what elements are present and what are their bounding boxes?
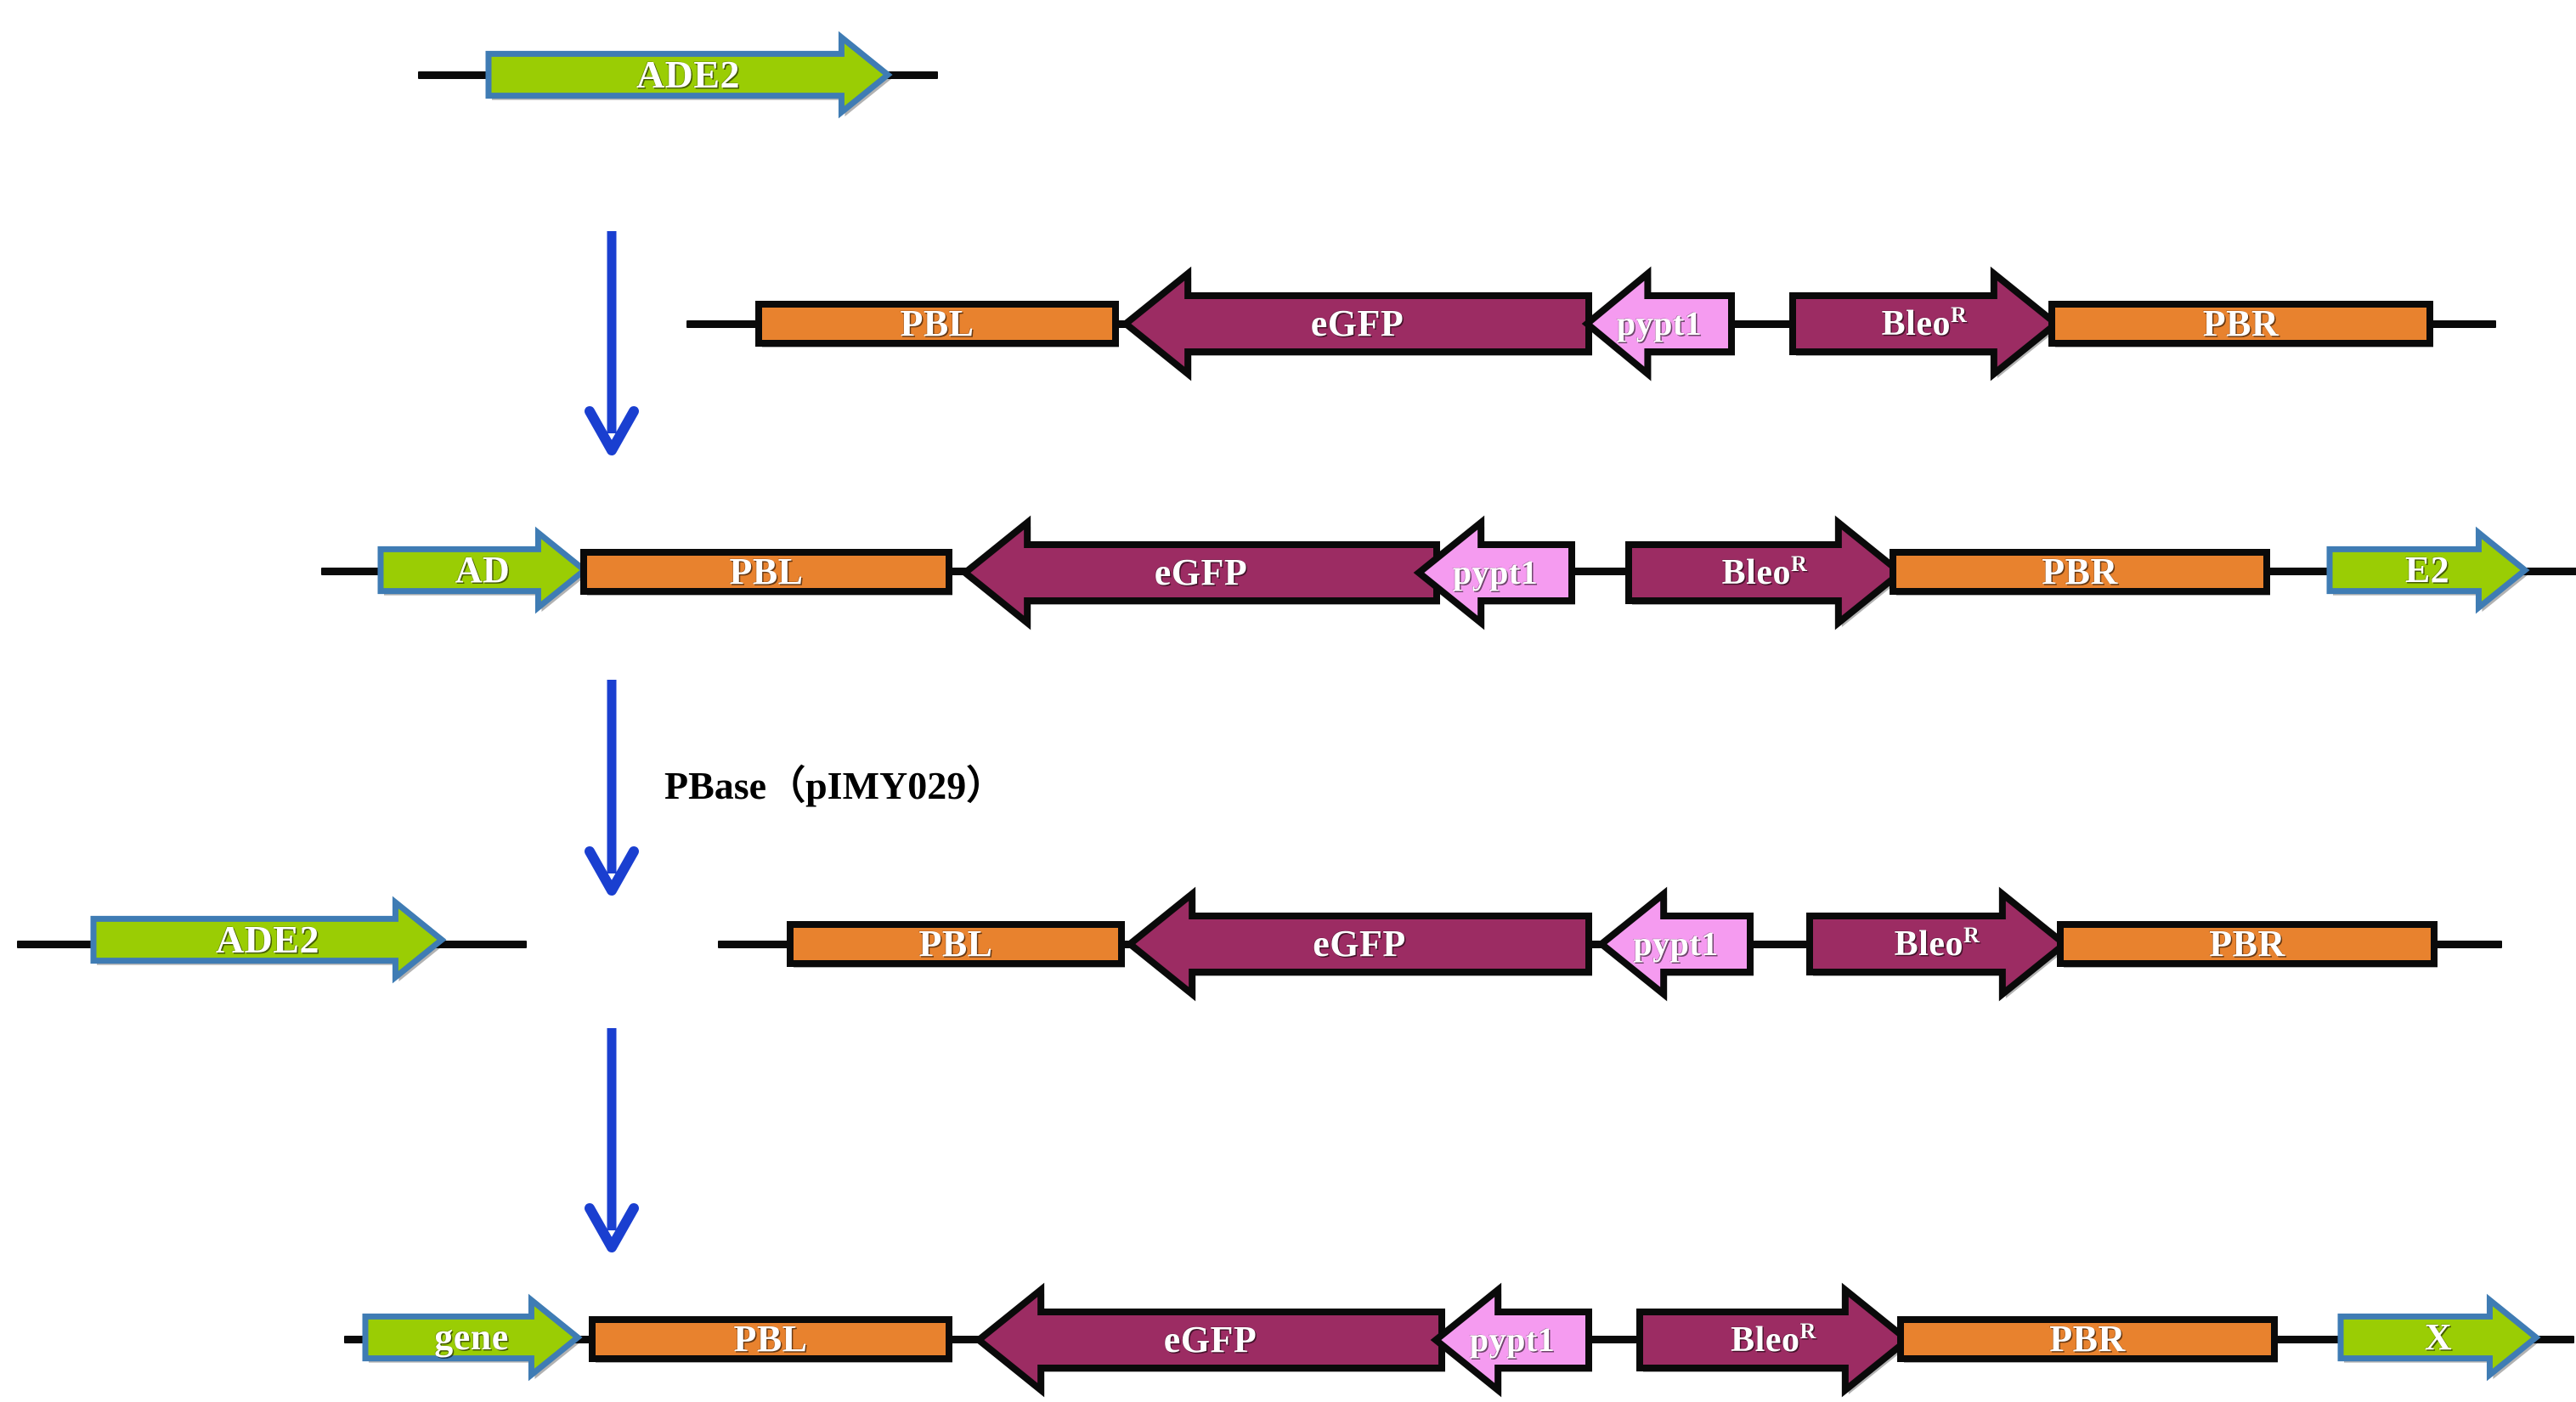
feature-label-pypt1: pypt1 xyxy=(1452,553,1539,591)
feature-pypt1-row-5-retargeted[interactable]: pypt1 xyxy=(1430,1282,1592,1398)
feature-label-superscript: R xyxy=(1963,923,1980,947)
feature-pypt1-row-3-integrated-locus[interactable]: pypt1 xyxy=(1413,515,1575,630)
feature-label-pbl: PBL xyxy=(918,923,993,964)
feature-label-bleor: BleoR xyxy=(1881,302,1968,343)
feature-pbl-row-4-excised[interactable]: PBL xyxy=(787,909,1125,979)
feature-pbr-row-3-integrated-locus[interactable]: PBR xyxy=(1890,537,2270,607)
feature-bleor-row-2-donor-cassette[interactable]: BleoR xyxy=(1789,266,2062,382)
process-arrow-row4-to-row5 xyxy=(585,1028,639,1253)
feature-label-pbr: PBR xyxy=(2209,923,2285,964)
feature-bleor-row-3-integrated-locus[interactable]: BleoR xyxy=(1625,515,1907,630)
feature-label-pbr: PBR xyxy=(2042,551,2118,592)
feature-bleor-row-4-excised[interactable]: BleoR xyxy=(1806,886,2070,1002)
feature-label-egfp: eGFP xyxy=(1163,1319,1257,1360)
feature-label-superscript: R xyxy=(1951,302,1968,327)
feature-label-bleor: BleoR xyxy=(1731,1319,1816,1360)
feature-gene-row-5-retargeted[interactable]: gene xyxy=(362,1293,583,1382)
feature-label-egfp: eGFP xyxy=(1313,923,1406,964)
feature-label-pbr: PBR xyxy=(2202,302,2279,344)
feature-egfp-row-4-excised[interactable]: eGFP xyxy=(1124,886,1592,1002)
feature-label-egfp: eGFP xyxy=(1310,302,1404,344)
feature-ade2-row-4-excised[interactable]: ADE2 xyxy=(90,896,447,984)
feature-pbr-row-2-donor-cassette[interactable]: PBR xyxy=(2048,289,2433,359)
pbase-caption: PBase（pIMY029） xyxy=(664,764,1006,807)
feature-pbl-row-2-donor-cassette[interactable]: PBL xyxy=(755,289,1119,359)
feature-label-pypt1: pypt1 xyxy=(1633,924,1719,963)
feature-label-e2: E2 xyxy=(2404,549,2450,591)
feature-label-pbr: PBR xyxy=(2049,1318,2126,1360)
feature-x-row-5-retargeted[interactable]: X xyxy=(2337,1293,2541,1382)
feature-label-pypt1: pypt1 xyxy=(1469,1320,1556,1359)
feature-bleor-row-5-retargeted[interactable]: BleoR xyxy=(1636,1282,1913,1398)
process-arrow-row3-to-row4 xyxy=(585,680,639,896)
feature-egfp-row-3-integrated-locus[interactable]: eGFP xyxy=(959,515,1440,630)
feature-label-pbl: PBL xyxy=(733,1318,808,1360)
feature-egfp-row-5-retargeted[interactable]: eGFP xyxy=(973,1282,1445,1398)
feature-label-pypt1: pypt1 xyxy=(1616,304,1703,342)
feature-e2-row-3-integrated-locus[interactable]: E2 xyxy=(2326,526,2530,614)
feature-ade2-row-1-ade2-locus[interactable]: ADE2 xyxy=(485,31,893,119)
feature-pbl-row-5-retargeted[interactable]: PBL xyxy=(589,1304,952,1374)
feature-pypt1-row-4-excised[interactable]: pypt1 xyxy=(1596,886,1754,1002)
feature-label-ade2: ADE2 xyxy=(215,918,320,961)
feature-label-egfp: eGFP xyxy=(1154,551,1248,593)
feature-label-bleor: BleoR xyxy=(1894,923,1980,964)
feature-pbr-row-5-retargeted[interactable]: PBR xyxy=(1897,1304,2278,1374)
feature-pbr-row-4-excised[interactable]: PBR xyxy=(2057,909,2438,979)
feature-label-gene: gene xyxy=(434,1316,509,1358)
feature-label-ad: AD xyxy=(455,549,511,591)
feature-label-superscript: R xyxy=(1799,1319,1816,1343)
feature-pypt1-row-2-donor-cassette[interactable]: pypt1 xyxy=(1581,266,1735,382)
feature-label-pbl: PBL xyxy=(729,551,804,592)
feature-egfp-row-2-donor-cassette[interactable]: eGFP xyxy=(1120,266,1592,382)
feature-label-pbl: PBL xyxy=(900,302,974,344)
feature-label-ade2: ADE2 xyxy=(636,53,741,96)
process-arrow-row1-to-row2 xyxy=(585,231,639,456)
feature-label-bleor: BleoR xyxy=(1721,551,1808,592)
feature-label-x: X xyxy=(2424,1316,2453,1358)
feature-pbl-row-3-integrated-locus[interactable]: PBL xyxy=(580,537,952,607)
feature-ad-row-3-integrated-locus[interactable]: AD xyxy=(377,526,590,614)
feature-label-superscript: R xyxy=(1791,551,1808,576)
